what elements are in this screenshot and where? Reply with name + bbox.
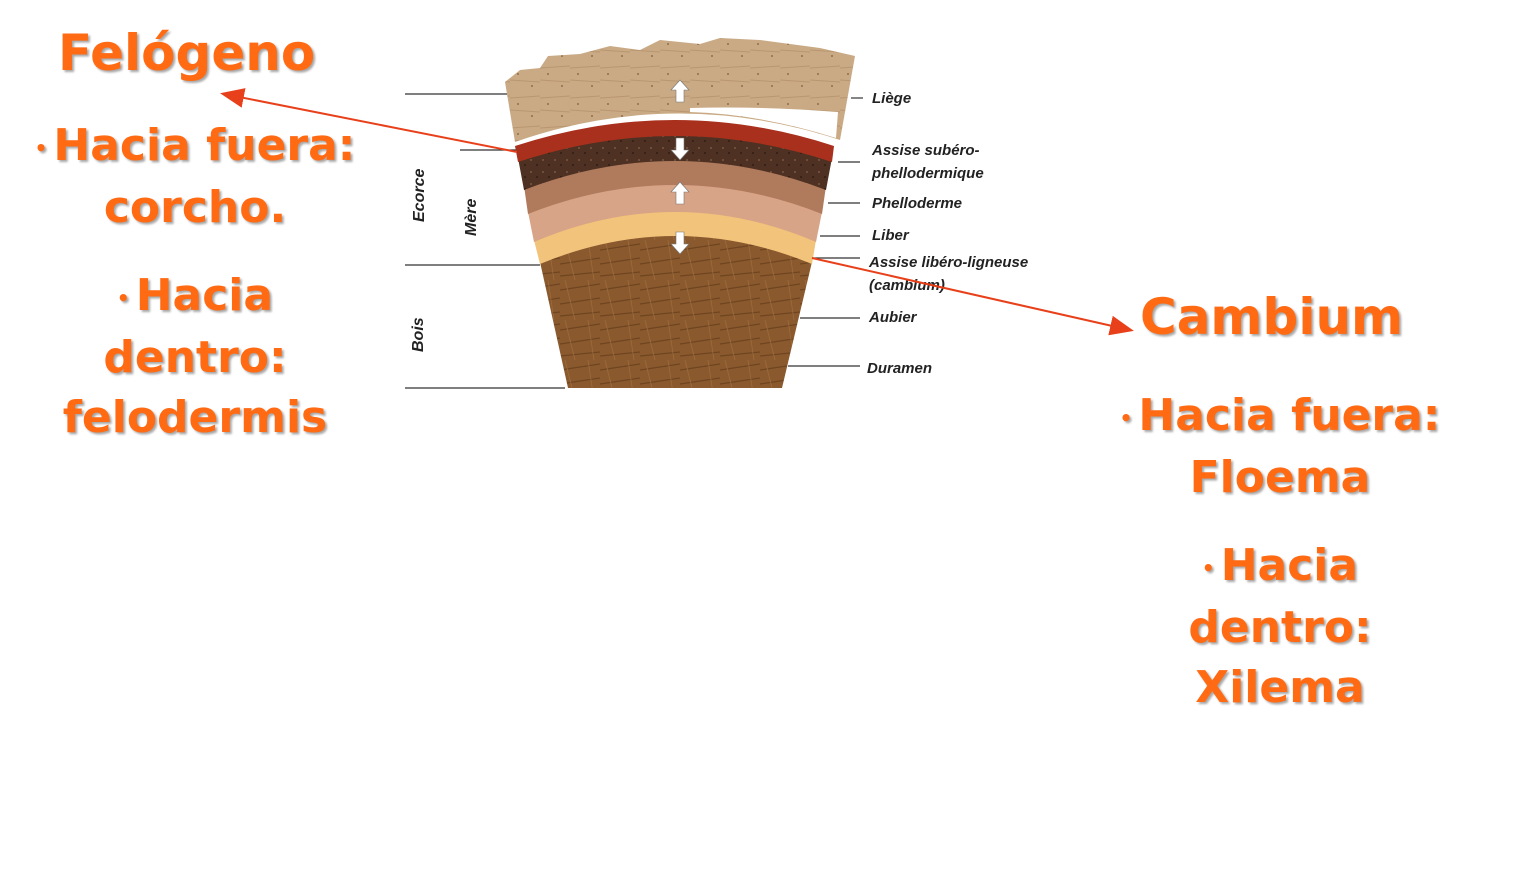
felogeno-outward-line1: Hacia fuera: (53, 120, 356, 171)
cambium-layer (534, 209, 816, 264)
cambium-item-inward: •Hacia dentro: Xilema (1130, 536, 1430, 718)
felogeno-pointer-arrow (220, 88, 518, 153)
phelloderme-layer (524, 157, 826, 214)
felogeno-inward-line3: felodermis (62, 392, 328, 443)
label-bois: Bois (410, 317, 427, 352)
cambium-inward-line1: Hacia (1220, 540, 1359, 591)
label-ecorce: Ecorce (411, 169, 428, 222)
cambium-inward-line2: dentro: (1188, 602, 1372, 653)
cambium-outward-line1: Hacia fuera: (1138, 390, 1441, 441)
label-liber: Liber (872, 227, 910, 244)
phellogen-layer (515, 120, 834, 162)
label-cambium-line1: Assise libéro-ligneuse (868, 254, 1028, 271)
cambium-inward-line3: Xilema (1195, 662, 1365, 713)
growth-arrows (670, 79, 690, 255)
bois-layer (540, 233, 812, 388)
label-duramen: Duramen (867, 360, 932, 377)
felogeno-inward-line1: Hacia (135, 270, 274, 321)
label-assise-line2: phellodermique (871, 165, 984, 182)
dark-layer (518, 131, 832, 190)
bullet-icon: • (1119, 406, 1133, 430)
label-liege: Liège (872, 90, 911, 107)
label-assise-line1: Assise subéro- (871, 142, 980, 159)
felogeno-outward-line2: corcho. (103, 182, 287, 233)
bullet-icon: • (116, 286, 130, 310)
label-aubier: Aubier (868, 309, 918, 326)
felogeno-item-outward: •Hacia fuera: corcho. (20, 116, 370, 238)
bullet-icon: • (1201, 556, 1215, 580)
felogeno-inward-line2: dentro: (103, 332, 287, 383)
cambium-item-outward: •Hacia fuera: Floema (1100, 386, 1460, 508)
liber-layer (528, 181, 822, 242)
cambium-title: Cambium (1140, 288, 1404, 346)
bullet-icon: • (34, 136, 48, 160)
felogeno-title: Felógeno (58, 24, 316, 82)
cambium-outward-line2: Floema (1189, 452, 1371, 503)
cork-crack (690, 107, 838, 138)
label-mere: Mère (463, 199, 480, 236)
label-phelloderme: Phelloderme (872, 195, 962, 212)
cambium-pointer-arrow (811, 257, 1134, 336)
felogeno-item-inward: •Hacia dentro: felodermis (40, 266, 350, 448)
label-cambium-line2: (cambium) (869, 277, 945, 294)
